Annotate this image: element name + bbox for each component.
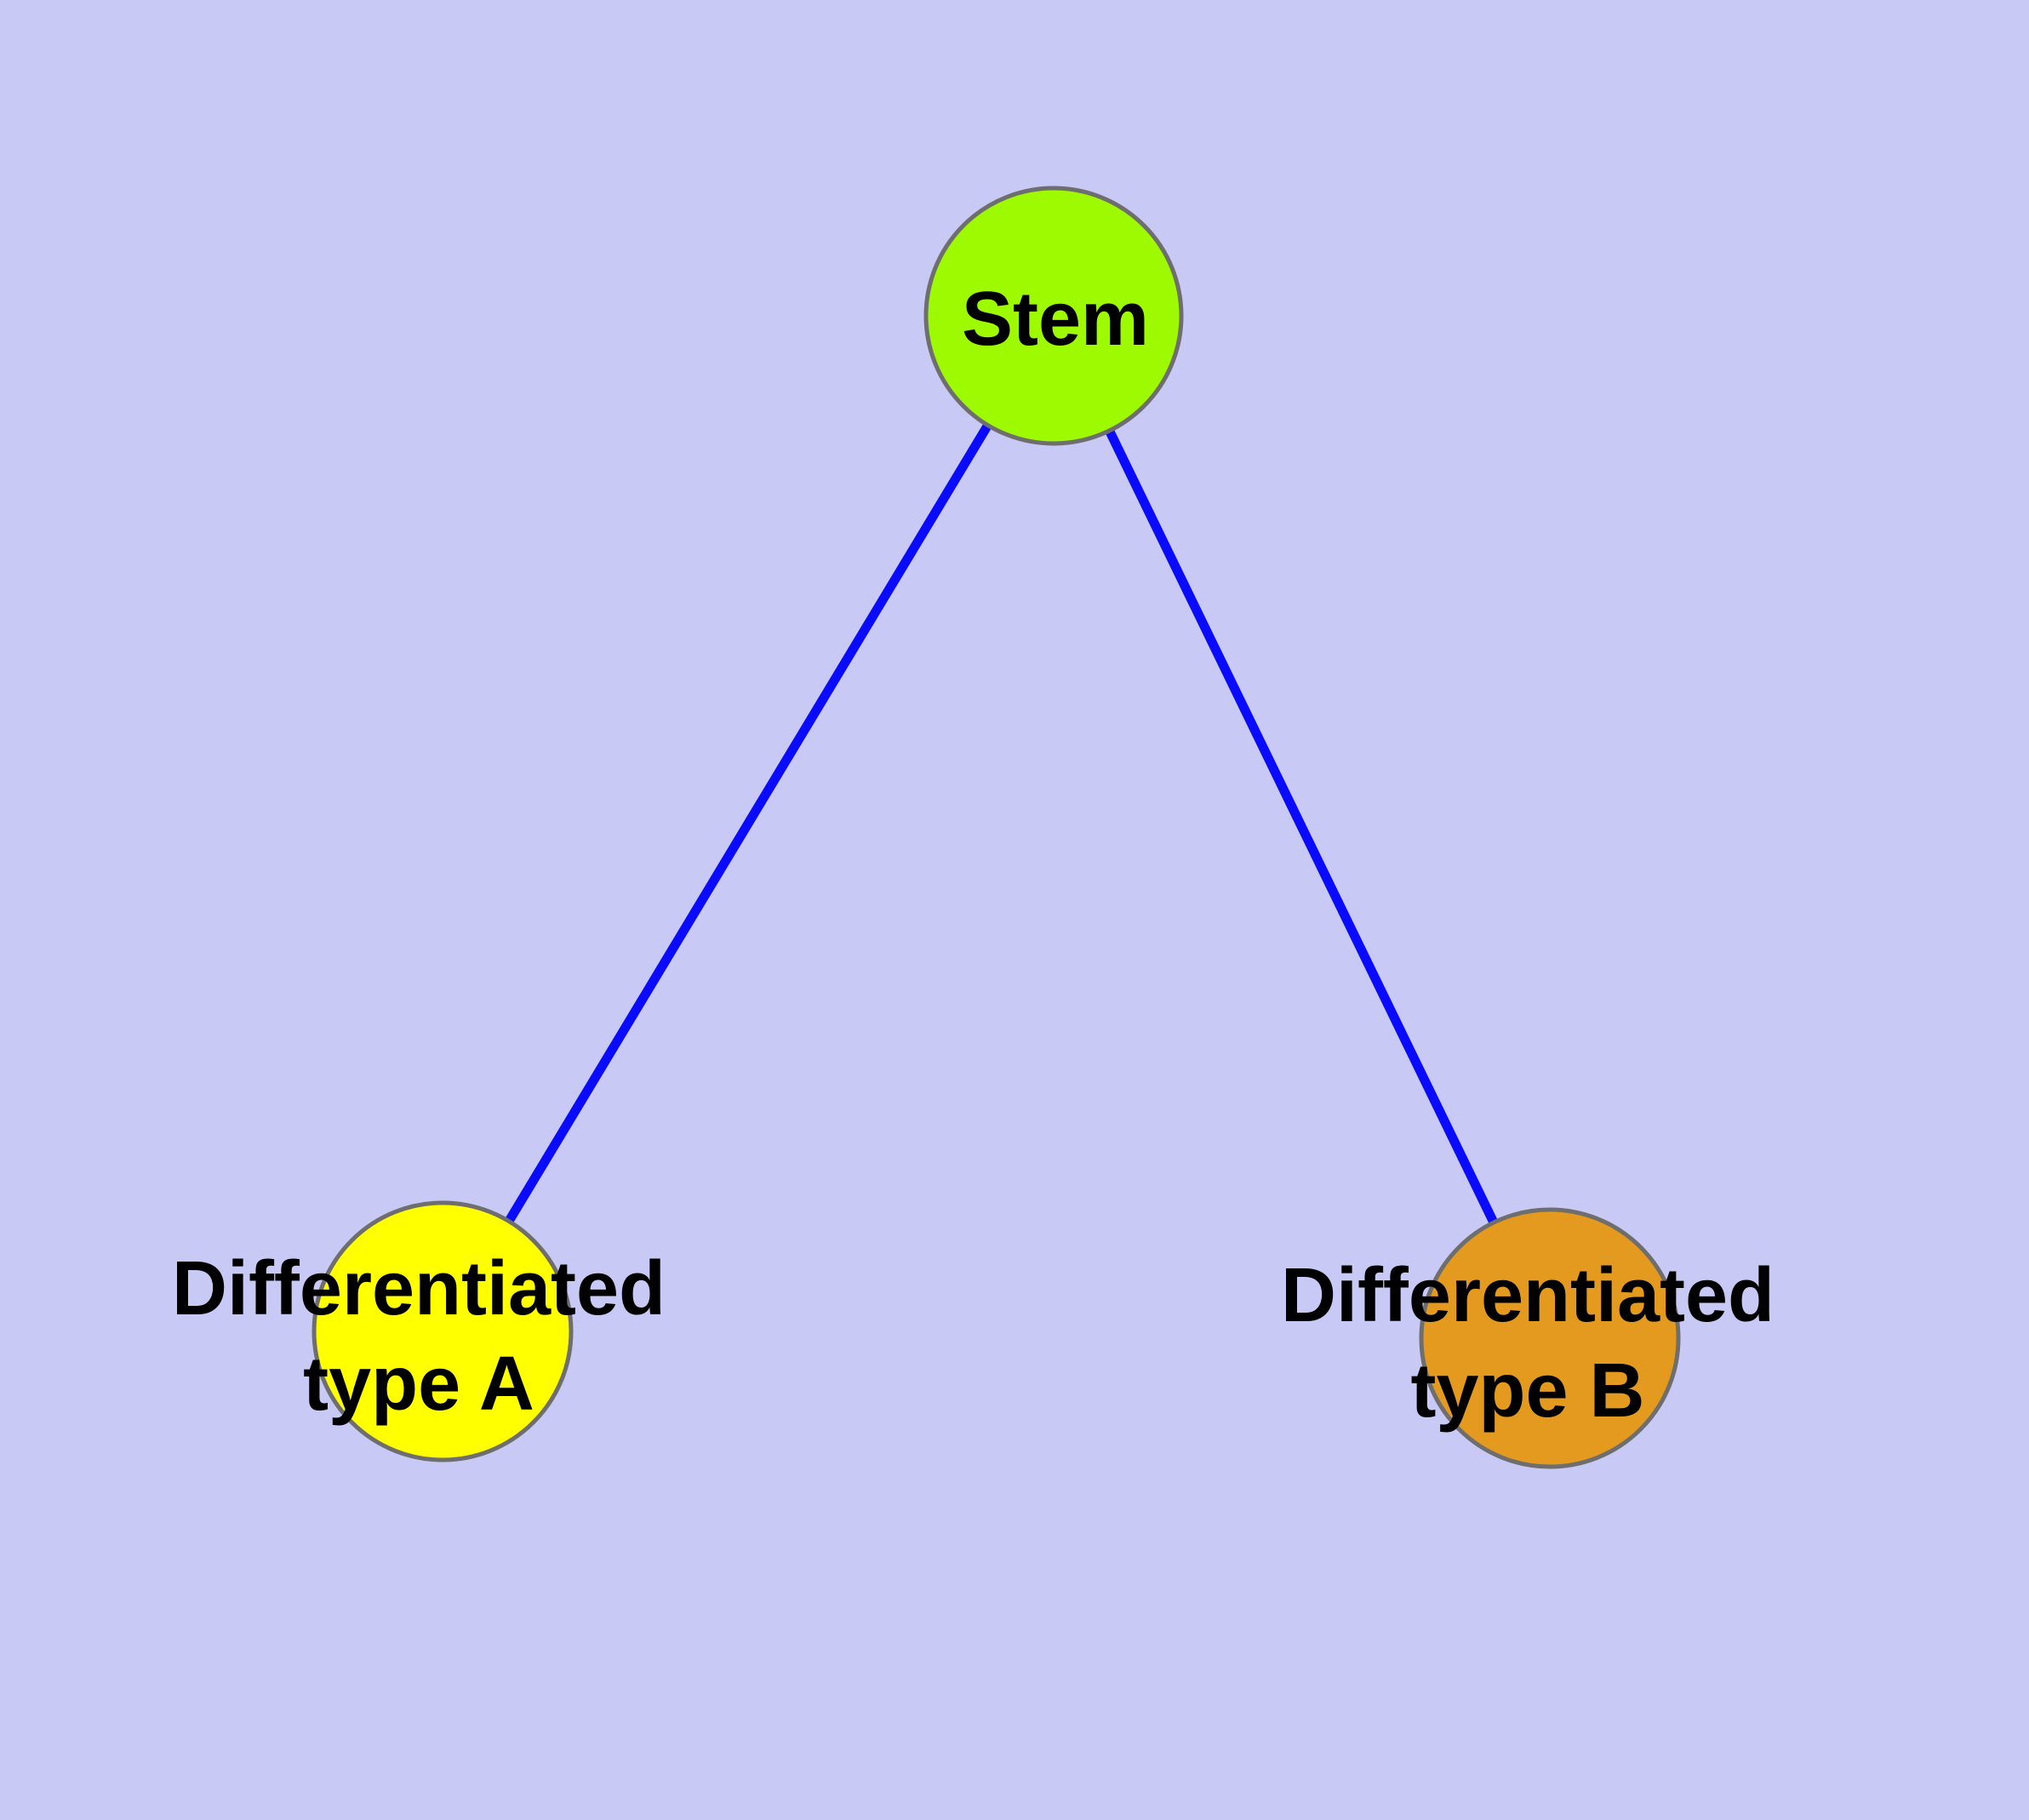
node-diff-a-circle <box>311 1200 574 1462</box>
node-diff-a-label-line-2: type A <box>303 1342 534 1427</box>
node-diff-b-circle <box>1419 1207 1681 1469</box>
node-diff-a-label: Differentiated type A <box>172 1246 666 1427</box>
nodes-layer <box>311 186 1681 1469</box>
node-diff-b-label-line-1: Differentiated <box>1281 1253 1775 1338</box>
node-diff-b-label-line-2: type B <box>1410 1348 1644 1434</box>
edge-stem-diff-b <box>1049 313 1554 1341</box>
node-stem-label-line-1: Stem <box>962 277 1149 362</box>
node-stem-circle <box>923 186 1184 446</box>
edge-stem-diff-a <box>438 313 1058 1334</box>
node-stem-label: Stem <box>962 277 1149 362</box>
edges-layer <box>438 313 1554 1341</box>
node-diff-b-label: Differentiated type B <box>1281 1253 1775 1434</box>
node-diff-a-label-line-1: Differentiated <box>172 1246 666 1331</box>
